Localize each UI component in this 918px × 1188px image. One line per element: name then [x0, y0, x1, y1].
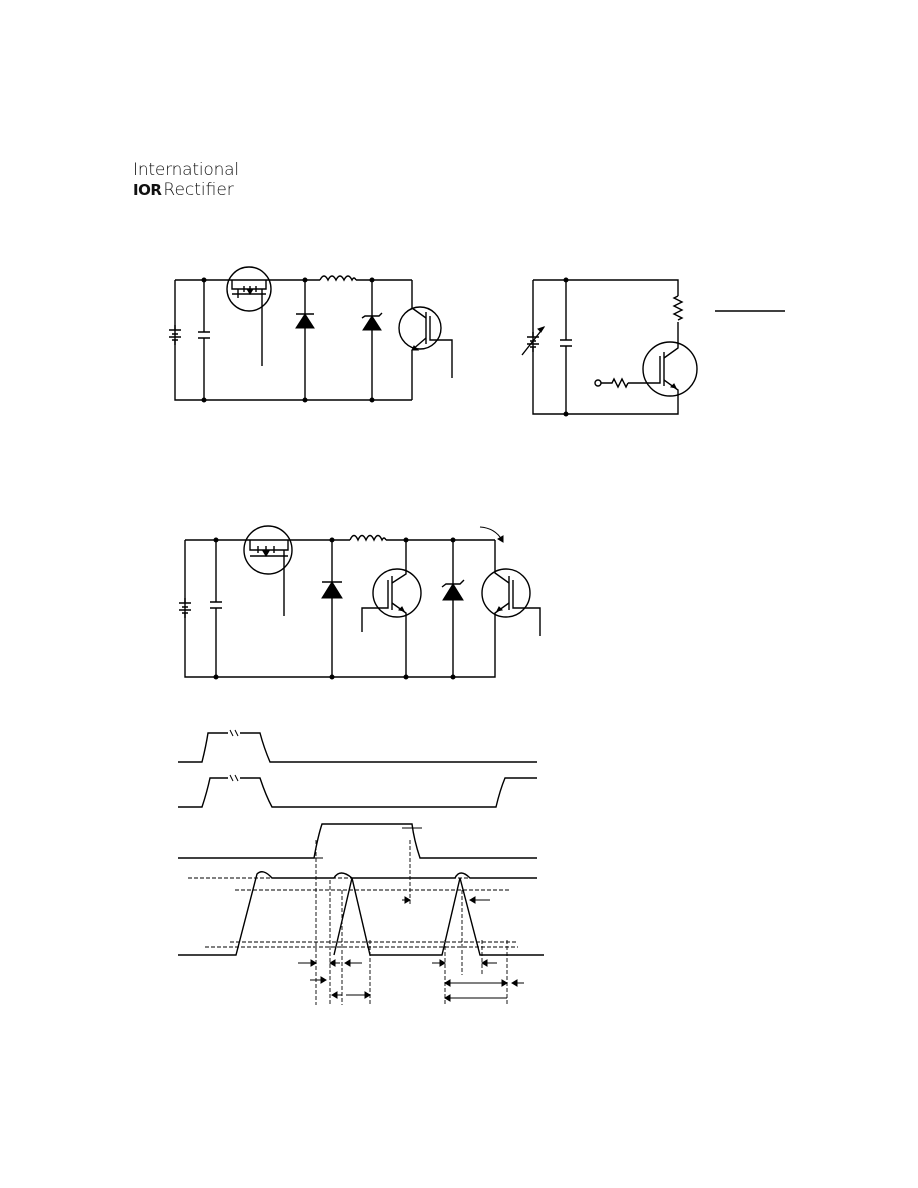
capacitor-symbol — [560, 280, 572, 414]
circuit-resistive-load — [521, 277, 785, 417]
waveform-collector-current — [178, 871, 537, 956]
logo-line-international: International — [133, 160, 239, 180]
gate-resistor-symbol — [594, 377, 629, 389]
mosfet-switch-symbol — [226, 266, 272, 366]
logo-ior-mark: IOR — [133, 181, 162, 199]
capacitor-symbol — [210, 540, 222, 677]
igbt-dut-symbol — [481, 540, 541, 642]
waveform-gate-drive-2 — [178, 777, 537, 808]
switching-waveforms — [178, 729, 544, 1005]
timing-markers — [298, 896, 524, 1002]
battery-symbol — [169, 325, 181, 345]
inductor-symbol — [349, 534, 387, 542]
mosfet-switch-symbol — [243, 525, 293, 616]
junction-dots — [213, 537, 456, 680]
inductor-symbol — [319, 275, 357, 282]
zener-clamp-symbol — [361, 280, 383, 400]
waveform-collector-voltage — [178, 823, 537, 859]
igbt-dut-symbol — [398, 306, 453, 378]
international-rectifier-logo: International IOR Rectifier — [133, 160, 243, 206]
zener-clamp-symbol — [441, 540, 465, 677]
battery-symbol — [179, 598, 191, 618]
freewheel-diode-symbol — [321, 540, 343, 677]
igbt-dut-symbol — [628, 338, 698, 397]
capacitor-symbol — [198, 280, 210, 400]
freewheel-diode-symbol — [295, 280, 315, 400]
junction-dots — [201, 277, 375, 403]
load-resistor-symbol — [672, 295, 684, 321]
logo-rectifier-text: Rectifier — [163, 180, 234, 200]
waveform-gate-drive-1 — [178, 732, 537, 763]
logo-line-rectifier: IOR Rectifier — [133, 180, 243, 200]
igbt-driver-symbol — [361, 540, 422, 677]
variable-supply-symbol — [521, 326, 546, 356]
circuit-switching-loss — [179, 525, 541, 680]
junction-dots — [563, 277, 569, 417]
circuit-clamped-inductive-load — [169, 266, 453, 403]
current-direction-arrow — [479, 526, 504, 543]
